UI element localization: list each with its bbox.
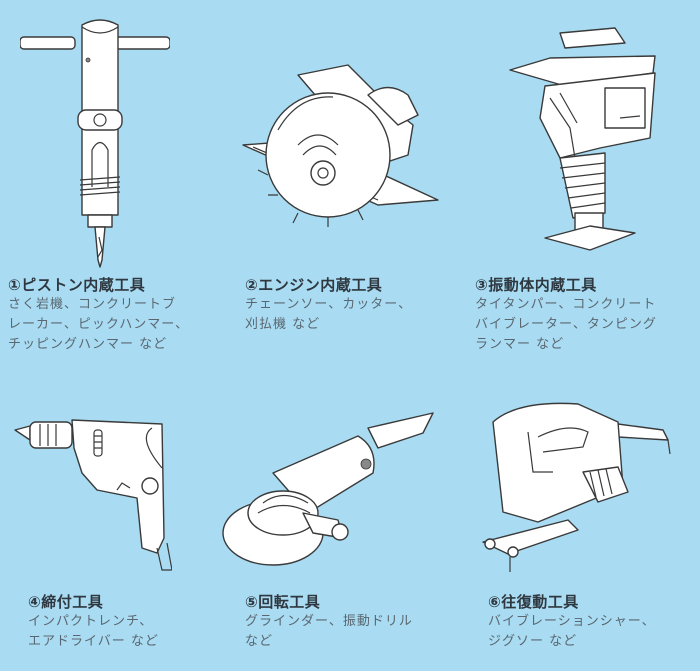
tool-title: ⑥往復動工具 <box>488 593 579 611</box>
tamping-rammer-illustration <box>505 18 665 258</box>
tool-title: ②エンジン内蔵工具 <box>245 276 383 294</box>
tool-title: ①ピストン内蔵工具 <box>8 276 146 294</box>
tool-desc-line: バイブレーションシャー、 <box>488 614 656 629</box>
tool-title: ③振動体内蔵工具 <box>475 276 597 294</box>
tool-caption-reciprocating: ⑥往復動工具 バイブレーションシャー、 ジグソー など <box>488 592 656 652</box>
tool-caption-rotary: ⑤回転工具 グラインダー、振動ドリル など <box>245 592 413 652</box>
tool-desc-line: など <box>245 634 274 649</box>
tool-caption-engine: ②エンジン内蔵工具 チェーンソー、カッター、 刈払機 など <box>245 275 412 335</box>
tool-desc-line: チッピングハンマー など <box>8 337 168 352</box>
tool-caption-vibration: ③振動体内蔵工具 タイタンパー、コンクリート バイブレーター、タンピング ランマ… <box>475 275 657 355</box>
tool-desc-line: ジグソー など <box>488 634 578 649</box>
tool-desc-line: さく岩機、コンクリートブ <box>8 297 177 312</box>
tool-caption-fastening: ④締付工具 インパクトレンチ、 エアドライバー など <box>28 592 159 652</box>
tool-desc-line: インパクトレンチ、 <box>28 614 154 629</box>
tool-desc-line: ランマー など <box>475 337 565 352</box>
jackhammer-illustration <box>20 15 170 270</box>
tool-caption-piston: ①ピストン内蔵工具 さく岩機、コンクリートブ レーカー、ピックハンマー、 チッピ… <box>8 275 189 355</box>
tool-title: ④締付工具 <box>28 593 104 611</box>
circular-saw-illustration <box>238 55 443 235</box>
tool-desc-line: エアドライバー など <box>28 634 159 649</box>
tool-desc-line: タイタンパー、コンクリート <box>475 297 657 312</box>
tool-desc-line: チェーンソー、カッター、 <box>245 297 413 312</box>
tool-desc-line: レーカー、ピックハンマー、 <box>8 317 190 332</box>
angle-grinder-illustration <box>218 408 438 573</box>
tool-title: ⑤回転工具 <box>245 593 321 611</box>
drill-illustration <box>12 418 172 573</box>
tool-desc-line: グラインダー、振動ドリル <box>245 614 413 629</box>
tool-desc-line: バイブレーター、タンピング <box>475 317 657 332</box>
tool-desc-line: 刈払機 など <box>245 317 321 332</box>
jigsaw-illustration <box>478 392 673 572</box>
